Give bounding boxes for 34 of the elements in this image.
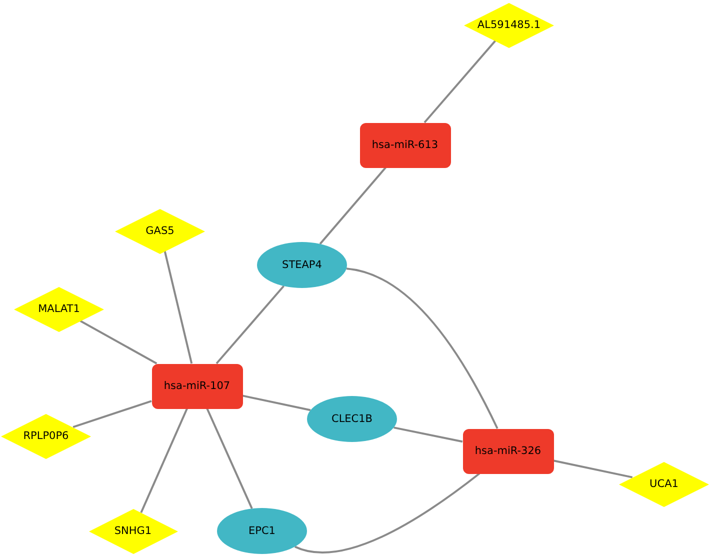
node-label: STEAP4 [282,259,322,271]
node-label: UCA1 [650,478,678,490]
node-label: AL591485.1 [477,19,541,31]
node-label: MALAT1 [38,303,80,315]
connector-line [294,472,480,554]
diamond-node [619,462,709,506]
connector-line [216,285,285,364]
connector-line [140,408,188,513]
diamond-node [115,208,205,254]
node-label: GAS5 [146,225,174,237]
connector-line [242,394,311,412]
diamond-node [1,414,91,458]
connector-line [553,460,633,478]
connector-line [346,268,498,429]
rounded-rect-node [462,428,554,474]
connector-line [80,320,158,364]
node-label: hsa-miR-326 [474,445,542,457]
node-label: RPLP0P6 [23,430,69,442]
node-label: SNHG1 [114,525,152,537]
connector-line [164,250,193,364]
connector-line [206,408,253,509]
node-label: CLEC1B [331,413,373,425]
connector-line [319,166,386,245]
node-label: hsa-miR-613 [372,139,438,151]
connector-line [394,426,463,443]
rounded-rect-node [152,364,242,408]
diamond-node [88,508,178,554]
rounded-rect-node [360,122,450,168]
diamond-node [464,2,554,48]
diamond-node [14,286,104,332]
connector-line [424,40,496,124]
node-label: EPC1 [248,525,276,537]
node-label: hsa-miR-107 [164,380,230,392]
connector-line [72,400,152,428]
